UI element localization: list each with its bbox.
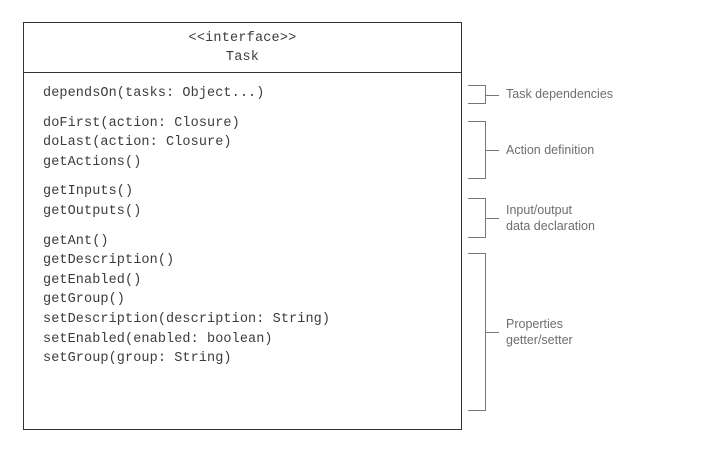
member-item: setGroup(group: String) [43,351,232,367]
annotation-label: Task dependencies [506,87,614,102]
member-item: dependsOn(tasks: Object...) [43,86,265,101]
member-item: getGroup() [43,292,126,308]
member-item: doLast(action: Closure) [43,135,232,151]
member-item: getDescription() [43,253,175,269]
class-name: Task [225,50,260,65]
member-item: getActions() [43,154,142,170]
annotation-label: Action definition [506,142,595,157]
class-members-compartment: dependsOn(tasks: Object...) doFirst(acti… [24,73,461,369]
annotation-tick [485,332,499,333]
annotation-bracket [468,85,499,104]
annotation-label: Input/output data declaration [506,202,595,234]
member-item: setEnabled(enabled: boolean) [43,331,273,347]
annotation-tick [485,94,499,96]
annotation-bracket [468,253,499,411]
class-header: <<interface>> Task [24,23,461,73]
annotation-tick [485,150,499,151]
annotation-input-output: Input/output data declaration [468,198,595,238]
member-item: getInputs() [43,184,134,200]
uml-class-box-task: <<interface>> Task dependsOn(tasks: Obje… [23,22,462,430]
member-item: getOutputs() [43,203,142,219]
annotation-bracket [468,198,499,238]
member-item: doFirst(action: Closure) [43,115,240,131]
member-item: getAnt() [43,233,109,249]
annotation-action-definition: Action definition [468,121,594,179]
member-group-task-dependencies: dependsOn(tasks: Object...) [43,84,461,104]
annotation-label: Properties getter/setter [506,316,573,348]
member-item: setDescription(description: String) [43,311,331,327]
member-group-action-definition: doFirst(action: Closure) doLast(action: … [43,114,461,173]
annotation-properties-getter-setter: Properties getter/setter [468,253,573,411]
annotation-task-dependencies: Task dependencies [468,85,613,104]
annotation-tick [485,218,499,219]
annotation-bracket [468,121,499,179]
member-group-properties: getAnt() getDescription() getEnabled() g… [43,232,461,369]
member-group-input-output: getInputs() getOutputs() [43,182,461,221]
class-stereotype: <<interface>> [188,31,297,46]
member-item: getEnabled() [43,272,142,288]
